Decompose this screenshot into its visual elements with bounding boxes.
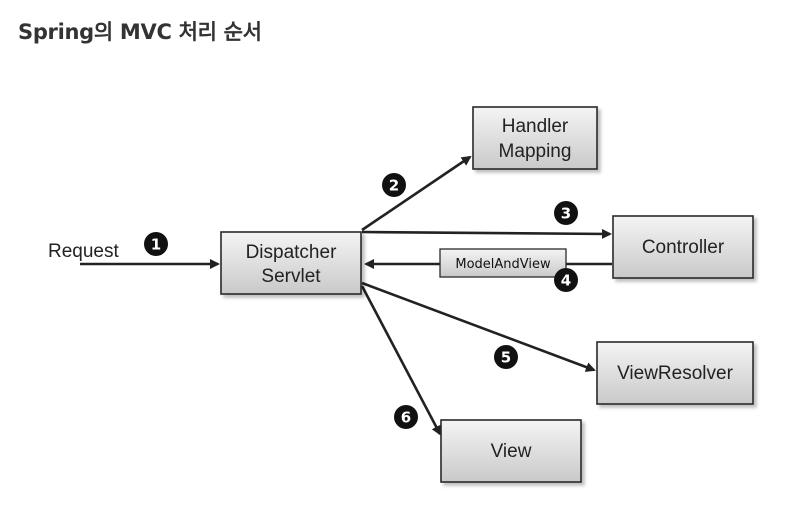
- step-badge: 5: [494, 345, 518, 369]
- edge-to-controller: [361, 228, 612, 239]
- edge-to-handler-mapping: [361, 155, 472, 232]
- step-badge: 2: [382, 173, 406, 197]
- edge-to-view: [360, 285, 442, 436]
- svg-text:1: 1: [151, 236, 161, 254]
- edge-to-view-resolver: [361, 281, 596, 372]
- node-controller: Controller: [612, 215, 754, 279]
- edges: [80, 155, 612, 436]
- step-badge: 3: [554, 201, 578, 225]
- request-label: Request: [48, 241, 119, 262]
- svg-text:4: 4: [561, 272, 571, 290]
- svg-text:2: 2: [389, 177, 399, 195]
- step-badge: 4: [554, 268, 578, 292]
- model-and-view-label: ModelAndView: [439, 248, 567, 278]
- node-label-line: ViewResolver: [617, 363, 733, 384]
- node-label-line: Mapping: [499, 141, 572, 162]
- node-label-line: Dispatcher: [246, 242, 337, 263]
- page-title: Spring의 MVC 처리 순서: [18, 20, 262, 44]
- node-handler-mapping: Handler Mapping: [472, 106, 598, 170]
- node-dispatcher-servlet: Dispatcher Servlet: [220, 231, 362, 295]
- node-label-line: Controller: [642, 237, 725, 258]
- step-badge: 1: [144, 232, 168, 256]
- svg-text:3: 3: [561, 205, 571, 223]
- node-label-line: Servlet: [261, 266, 321, 287]
- node-view: View: [440, 419, 582, 483]
- step-badge: 6: [394, 405, 418, 429]
- node-view-resolver: ViewResolver: [596, 341, 754, 405]
- node-label-line: View: [491, 441, 532, 462]
- svg-text:5: 5: [501, 349, 511, 367]
- model-and-view-text: ModelAndView: [455, 257, 551, 272]
- node-label-line: Handler: [502, 116, 569, 137]
- svg-text:6: 6: [401, 409, 411, 427]
